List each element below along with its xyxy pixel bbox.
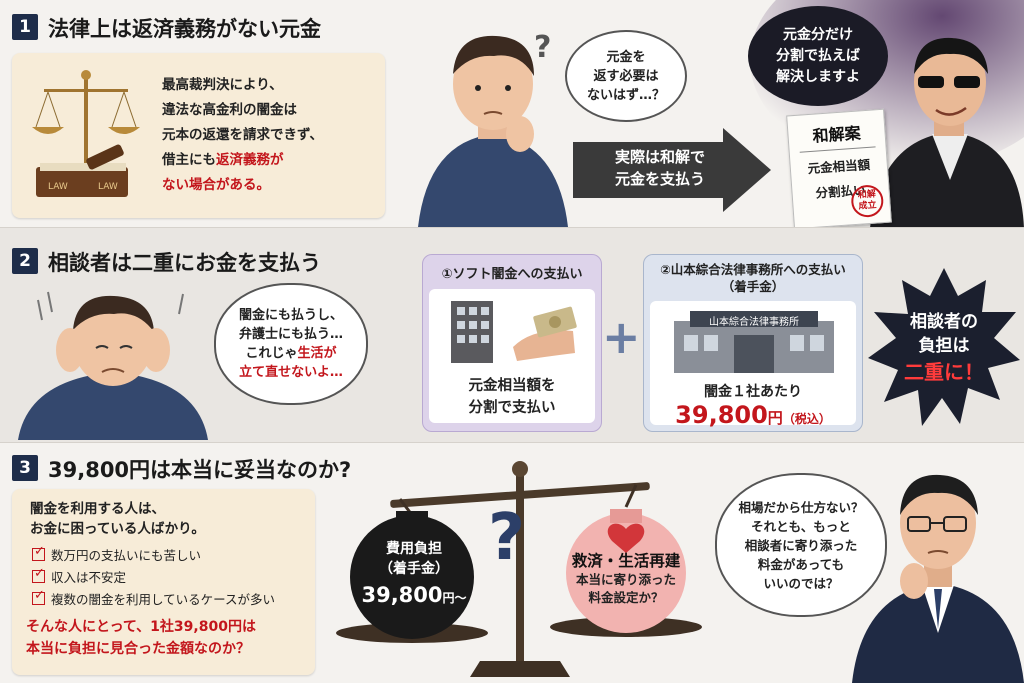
- section-number: 1: [12, 14, 38, 40]
- check-item-1: 数万円の支払いにも苦しい: [32, 544, 201, 564]
- payment-panel-2: ②山本綜合法律事務所への支払い （着手金） 山本綜合法律事務所 闇金１社あたり …: [643, 254, 863, 432]
- confused-man-illustration: [418, 35, 568, 227]
- arrow-icon: [573, 128, 771, 212]
- settlement-document: 和解案 元金相当額 分割払い 和解 成立: [786, 108, 892, 230]
- building-money-icon: [451, 301, 577, 363]
- card-line-3: 元本の返還を請求できず、: [162, 127, 324, 143]
- plus-icon: +: [602, 310, 641, 364]
- villain-man-illustration: [870, 37, 1024, 228]
- businessman-illustration: [852, 474, 1024, 683]
- distressed-man-illustration: [18, 291, 208, 440]
- bubble-line-2: 弁護士にも払う…: [238, 327, 343, 342]
- section-title: 法律上は返済義務がない元金: [48, 17, 321, 41]
- section-number: 2: [12, 248, 38, 274]
- question-mark-icon: ?: [534, 30, 552, 65]
- panel-2-subtitle: 闇金１社あたり: [704, 384, 802, 400]
- bubble-line-3: これじゃ生活が: [245, 346, 337, 361]
- burst-line-3: 二重に！: [904, 360, 984, 384]
- burst-line-2: 負担は: [918, 336, 970, 356]
- law-office-building-icon: [674, 311, 834, 373]
- question-mark-icon: ?: [488, 501, 526, 575]
- pink-weight-text: 本当に寄り添った 料金設定か？: [575, 572, 676, 605]
- panel-2-title: ②山本綜合法律事務所への支払い （着手金）: [660, 262, 846, 294]
- book-label-2: LAW: [98, 182, 118, 192]
- card-line-5: ない場合がある。: [162, 177, 270, 193]
- check-item-3: 複数の闇金を利用しているケースが多い: [32, 588, 275, 608]
- conclusion-line-1: そんな人にとって、1社39,800円は: [26, 619, 256, 635]
- villain-speech-bubble: 元金分だけ 分割で払えば 解決しますよ: [748, 6, 888, 106]
- section-3: 3 39,800円は本当に妥当なのか? 闇金を利用する人は、 お金に困っている人…: [0, 443, 1024, 683]
- card-line-2: 違法な高金利の闇金は: [162, 102, 297, 118]
- burst-text: 相談者の 負担は 二重に！: [872, 310, 1016, 384]
- arrow-text: 実際は和解で 元金を支払う: [614, 148, 705, 188]
- card-line-4: 借主にも返済義務が: [162, 152, 284, 168]
- section-2: 2 相談者は二重にお金を支払う 闇金にも払うし、 弁護士にも払う… これじゃ生活…: [0, 228, 1024, 443]
- check-icon: [32, 544, 45, 561]
- panel-2-price: 39,800円（税込）: [675, 401, 831, 429]
- section-title: 相談者は二重にお金を支払う: [48, 251, 321, 275]
- card-line-2: お金に困っている人ばかり。: [30, 521, 205, 537]
- black-weight-price: 39,800円〜: [361, 583, 467, 607]
- panel-1-text: 元金相当額を 分割で支払い: [468, 378, 556, 416]
- pink-weight-title: 救済・生活再建: [571, 552, 681, 570]
- card-line-1: 闇金を利用する人は、: [30, 501, 165, 517]
- worry-speech-bubble: 闇金にも払うし、 弁護士にも払う… これじゃ生活が 立て直せないよ…: [214, 283, 368, 405]
- info-card: 闇金を利用する人は、 お金に困っている人ばかり。 数万円の支払いにも苦しい 収入…: [12, 489, 315, 675]
- section-number: 3: [12, 455, 38, 481]
- black-weight-title: 費用負担 （着手金）: [379, 541, 449, 577]
- info-card: LAW LAW 最高裁判決により、 違法な高金利の闇金は 元本の返還を請求できず…: [12, 53, 385, 218]
- office-sign: 山本綜合法律事務所: [709, 317, 799, 328]
- thought-bubble: 元金を 返す必要は ないはず…？: [565, 30, 687, 122]
- book-label: LAW: [48, 182, 68, 192]
- panel-1-title: ①ソフト闇金への支払い: [441, 267, 583, 282]
- bubble-line-1: 闇金にも払うし、: [238, 308, 343, 323]
- check-icon: [32, 566, 45, 583]
- check-icon: [32, 588, 45, 605]
- conclusion-line-2: 本当に負担に見合った金額なのか？: [26, 641, 250, 657]
- card-line-1: 最高裁判決により、: [162, 77, 283, 93]
- burst-shape: [868, 268, 1020, 426]
- payment-panel-1: ①ソフト闇金への支払い 元金相当額を 分割で支払い: [422, 254, 602, 432]
- document-line-1: 元金相当額: [807, 156, 871, 177]
- scales-icon: LAW LAW: [32, 70, 140, 197]
- balance-scale-illustration: [336, 461, 702, 677]
- section-title: 39,800円は本当に妥当なのか?: [48, 458, 352, 482]
- bubble-line-4: 立て直せないよ…: [239, 365, 343, 380]
- section-1: 1 法律上は返済義務がない元金 LAW LAW 最高裁判決により、 違法な高金利…: [0, 0, 1024, 230]
- check-item-2: 収入は不安定: [32, 566, 126, 586]
- document-title: 和解案: [811, 123, 862, 146]
- thought-bubble: 相場だから仕方ない？ それとも、もっと 相談者に寄り添った 料金があっても いい…: [715, 473, 887, 617]
- burst-line-1: 相談者の: [910, 312, 978, 332]
